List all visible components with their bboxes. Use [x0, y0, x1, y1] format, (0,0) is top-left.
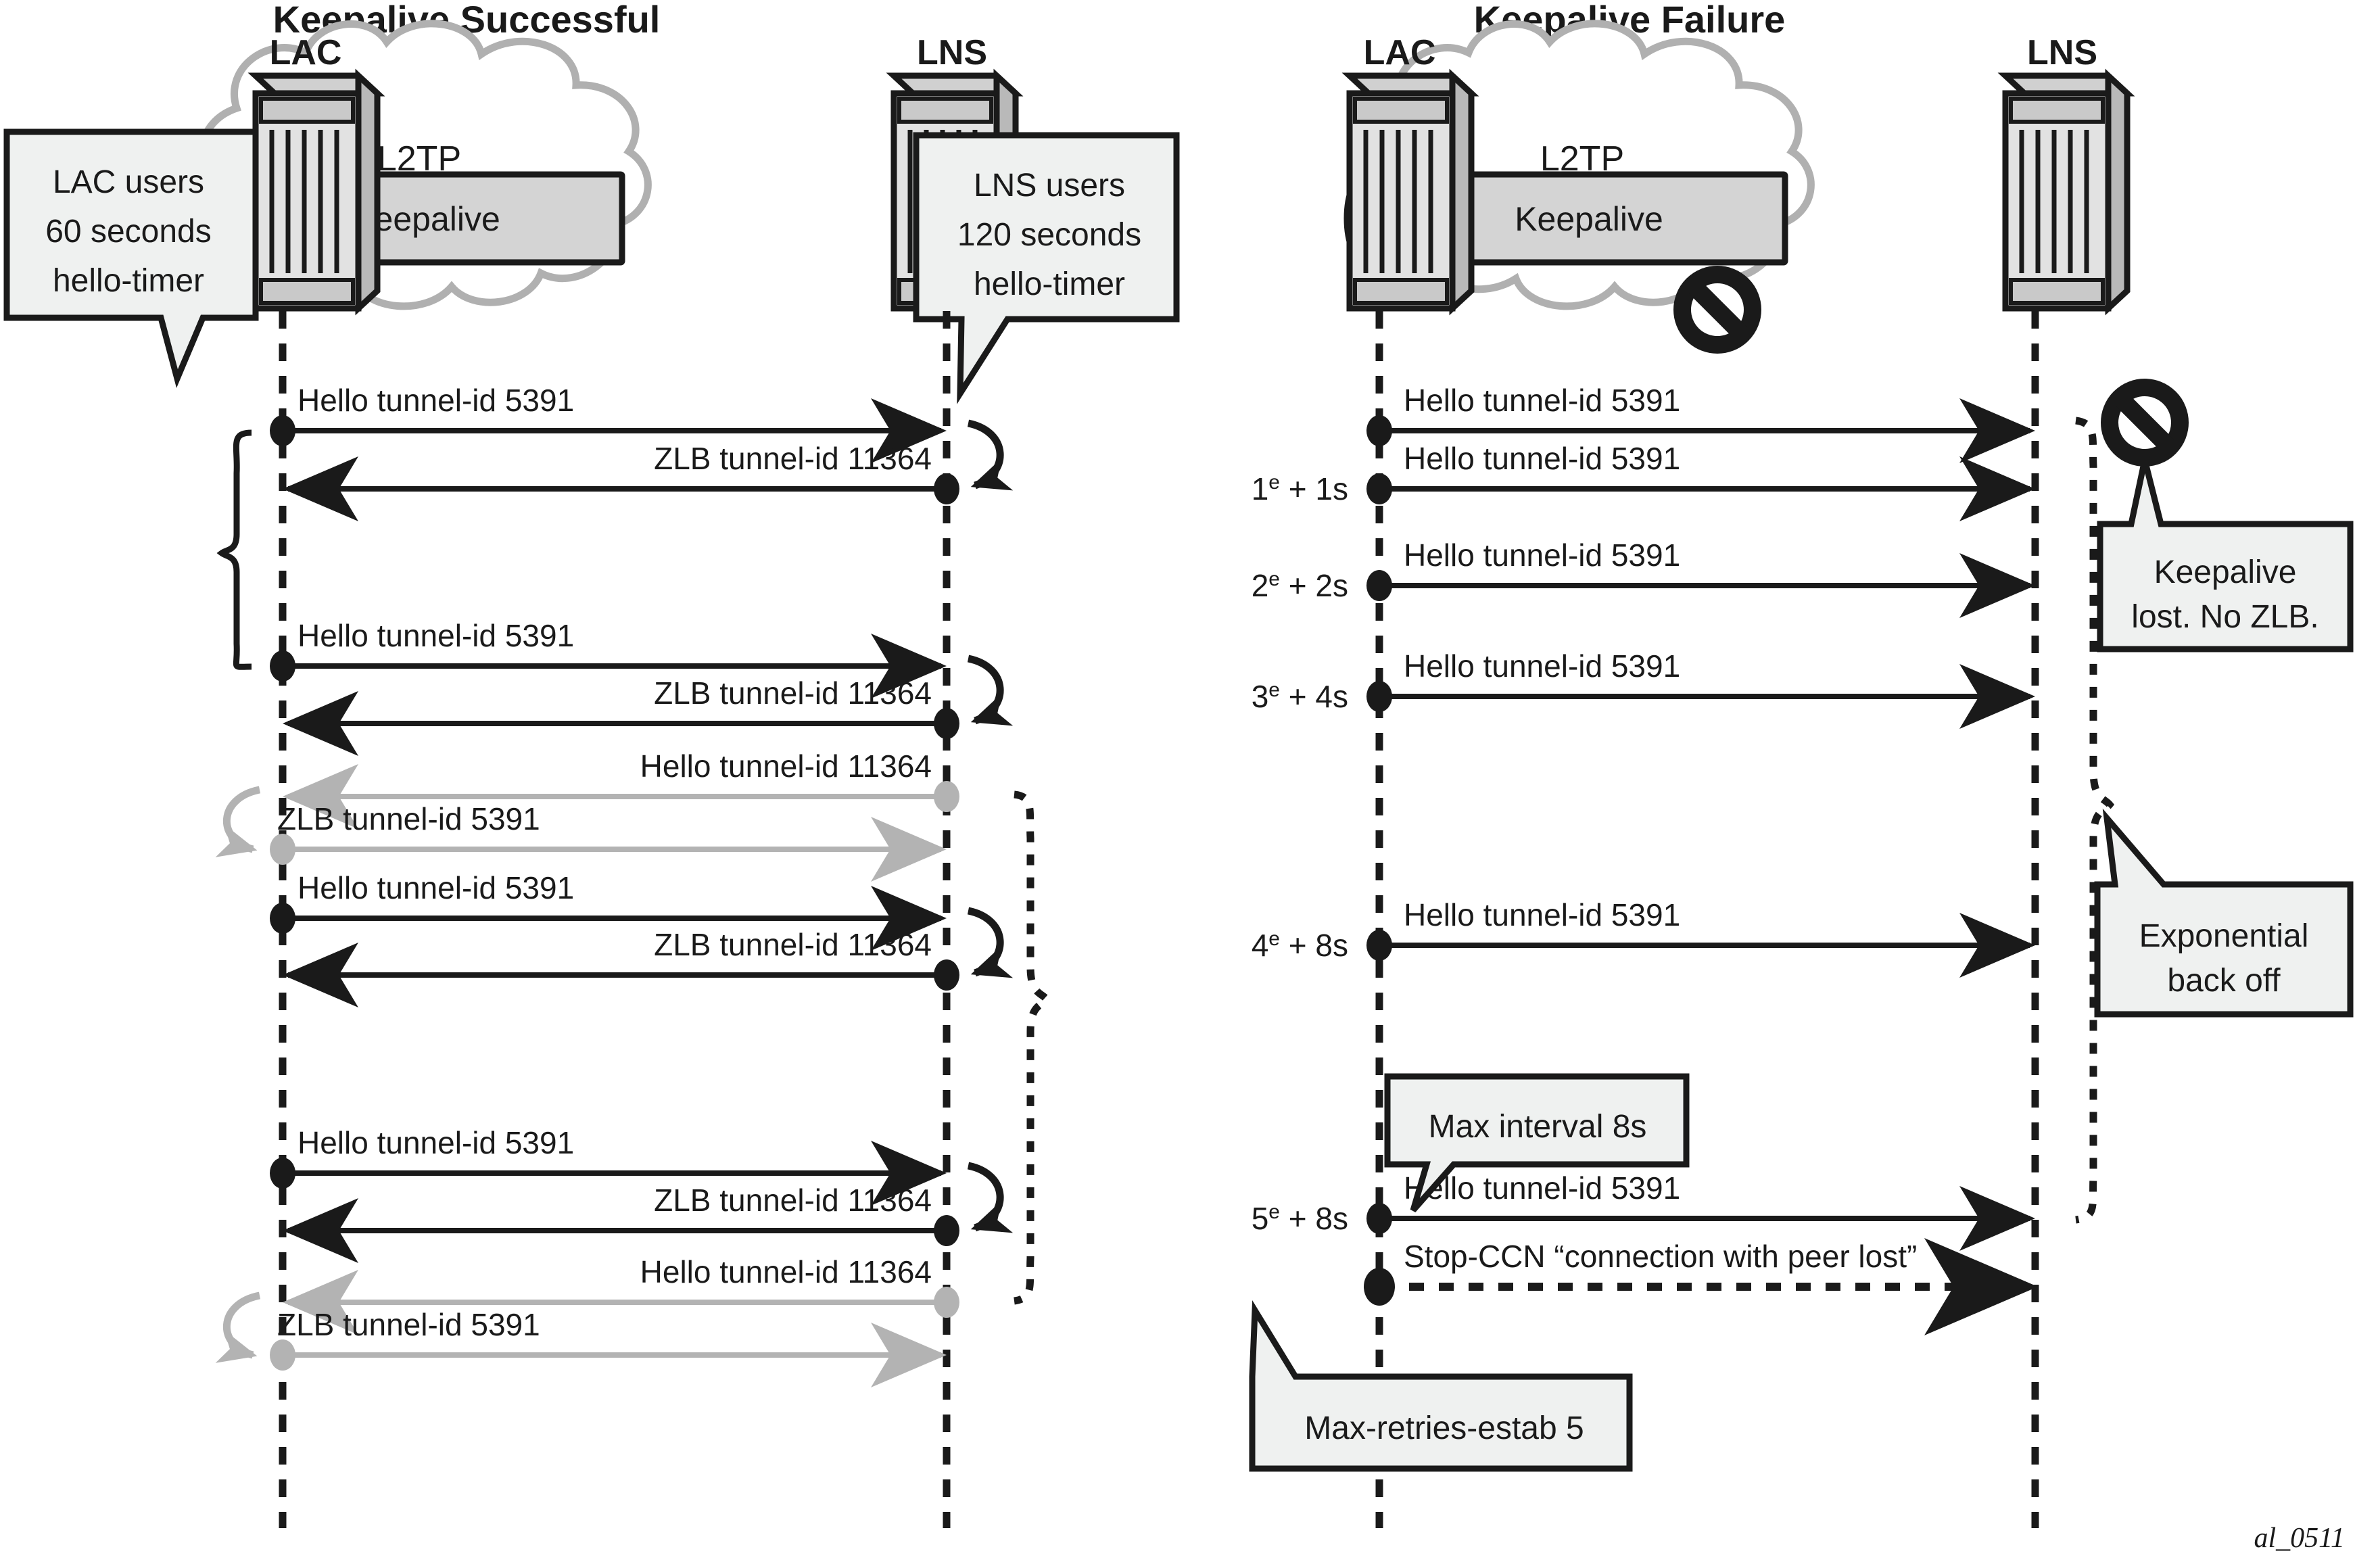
lac-reply-curves-left [215, 786, 261, 1363]
lac-callout-line3: hello-timer [53, 263, 204, 299]
left-diagram: L2TP Keepalive LAC [3, 20, 1180, 1528]
lns-callout-left: LNS users 120 seconds hello-timer [913, 132, 1180, 404]
message-label: Hello tunnel-id 5391 [298, 618, 574, 653]
message-origin-dot [1366, 415, 1392, 446]
message-origin-dot [270, 415, 295, 446]
message-origin-dot [1364, 1268, 1395, 1306]
message-origin-dot [934, 781, 959, 812]
figure-credit: al_0511 [2254, 1523, 2345, 1554]
prohibition-icon [2101, 379, 2189, 467]
retry-tick-label: 2e + 2s [1252, 568, 1348, 604]
prohibition-icon [1673, 266, 1761, 354]
message-label: ZLB tunnel-id 11364 [654, 675, 932, 711]
message-origin-dot [270, 650, 295, 682]
message-origin-dot [270, 834, 295, 865]
max-retries-label: Max-retries-estab 5 [1304, 1410, 1584, 1446]
lns-callout-line1: LNS users [974, 168, 1125, 204]
message-origin-dot [934, 473, 959, 504]
message-origin-dot [1366, 930, 1392, 961]
message-label: ZLB tunnel-id 11364 [654, 1183, 932, 1218]
backoff-line1: Exponential [2139, 918, 2309, 954]
message-label: Hello tunnel-id 11364 [640, 1254, 932, 1289]
left-group-brace [216, 429, 252, 670]
message-label: Hello tunnel-id 5391 [1404, 1170, 1680, 1206]
lac-server-right: LAC [1341, 33, 1479, 316]
message-label: ZLB tunnel-id 5391 [277, 1307, 540, 1342]
lns-callout-line3: hello-timer [974, 266, 1125, 302]
right-group-brace [1013, 790, 1052, 1305]
lac-label-right: LAC [1364, 33, 1436, 72]
message-origin-dot [270, 903, 295, 934]
message-label: Hello tunnel-id 5391 [1404, 441, 1680, 476]
lac-callout-line2: 60 seconds [45, 214, 212, 250]
keepalive-lost-line1: Keepalive [2154, 554, 2297, 590]
message-origin-dot [1366, 570, 1392, 601]
message-label: Hello tunnel-id 5391 [1404, 648, 1680, 684]
max-interval-callout: Max interval 8s [1384, 1073, 1690, 1212]
pipe-label-right: Keepalive [1515, 200, 1663, 238]
retry-tick-label: 3e + 4s [1252, 679, 1348, 715]
exponential-backoff-callout: Exponential back off [2094, 808, 2354, 1018]
message-origin-dot [1366, 1203, 1392, 1234]
right-tick-labels: 1e + 1s 2e + 2s 3e + 4s 4e + 8s 5e + 8s [1252, 471, 1348, 1237]
keepalive-lost-callout: Keepalive lost. No ZLB. [2097, 379, 2354, 652]
max-retries-callout: Max-retries-estab 5 [1249, 1300, 1633, 1472]
message-origin-dot [934, 1215, 959, 1246]
message-origin-dot [934, 959, 959, 991]
message-label: Hello tunnel-id 5391 [298, 383, 574, 418]
lns-reply-curves-left [967, 419, 1014, 1233]
message-label: Hello tunnel-id 5391 [1404, 383, 1680, 418]
message-label: Hello tunnel-id 5391 [1404, 897, 1680, 932]
message-label: Hello tunnel-id 5391 [1404, 538, 1680, 573]
message-label: Hello tunnel-id 5391 [298, 870, 574, 905]
retry-tick-label: 1e + 1s [1252, 471, 1348, 507]
message-origin-dot [1366, 473, 1392, 504]
message-origin-dot [1366, 681, 1392, 712]
message-label: Stop-CCN “connection with peer lost” [1404, 1239, 1917, 1274]
exponential-backoff-brace [2074, 417, 2115, 1224]
keepalive-lost-line2: lost. No ZLB. [2131, 599, 2318, 635]
lac-callout-line1: LAC users [53, 164, 204, 200]
message-label: ZLB tunnel-id 11364 [654, 441, 932, 476]
right-diagram: L2TP Keepalive LAC [1249, 20, 2354, 1528]
message-label: Hello tunnel-id 11364 [640, 749, 932, 784]
message-label: ZLB tunnel-id 11364 [654, 927, 932, 962]
lac-server-left: LAC [247, 33, 385, 316]
message-label: ZLB tunnel-id 5391 [277, 801, 540, 836]
message-origin-dot [934, 708, 959, 739]
message-origin-dot [270, 1158, 295, 1189]
message-label: Hello tunnel-id 5391 [298, 1125, 574, 1160]
lns-label-left: LNS [917, 33, 987, 72]
retry-tick-label: 4e + 8s [1252, 928, 1348, 964]
lac-label-left: LAC [270, 33, 342, 72]
max-interval-label: Max interval 8s [1429, 1109, 1647, 1145]
lns-callout-line2: 120 seconds [957, 217, 1141, 253]
message-origin-dot [270, 1339, 295, 1371]
message-origin-dot [934, 1287, 959, 1318]
lns-server-right: LNS [1997, 33, 2135, 316]
lac-callout-left: LAC users 60 seconds hello-timer [3, 128, 259, 388]
backoff-line2: back off [2167, 963, 2281, 999]
lns-label-right: LNS [2027, 33, 2097, 72]
retry-tick-label: 5e + 8s [1252, 1201, 1348, 1237]
